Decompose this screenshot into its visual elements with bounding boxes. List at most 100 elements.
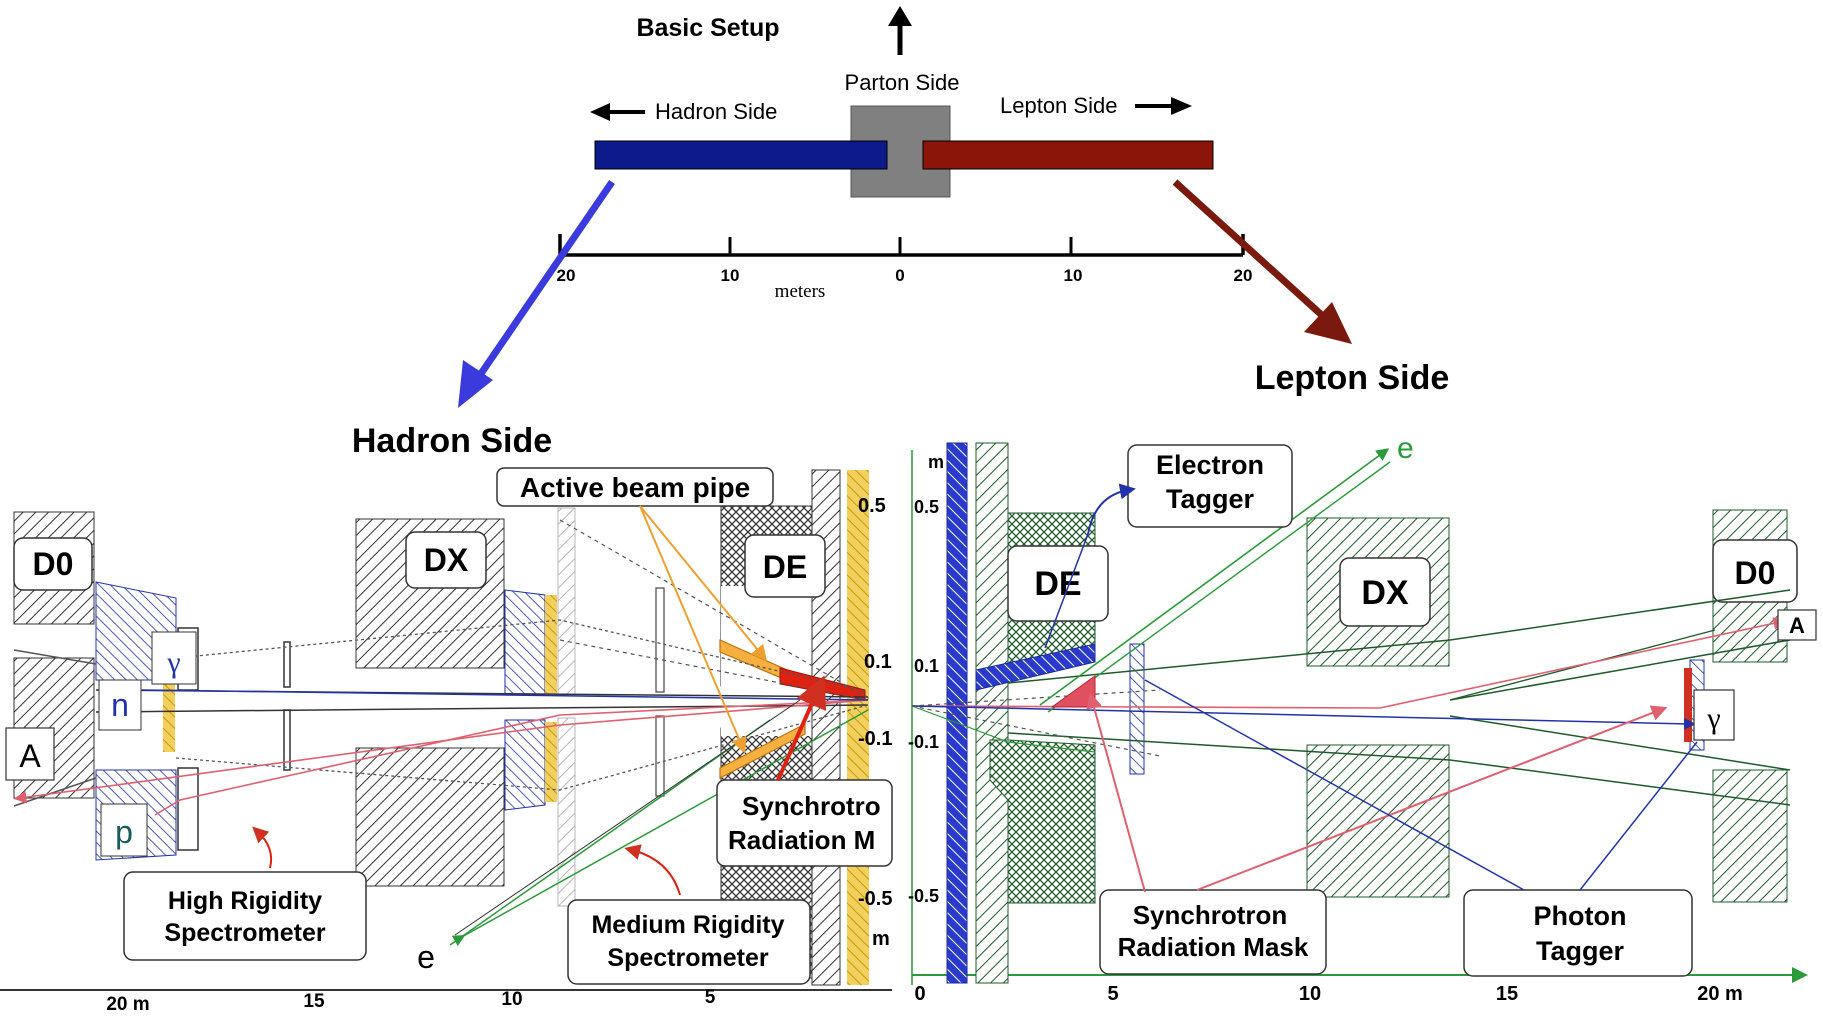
lepton-photon-tagger-red — [1684, 668, 1692, 742]
medium-rigidity-callout-line1: Medium Rigidity — [591, 911, 784, 939]
lepton-beam-bar — [922, 140, 1214, 170]
hadron-y-axis-label: -0.1 — [858, 728, 892, 750]
lepton-side-panel: DE DX D0 e A — [908, 432, 1817, 1005]
lepton-de-label-box — [1007, 545, 1109, 622]
scale-unit-label: meters — [775, 281, 826, 302]
lepton-e-label: e — [1397, 432, 1414, 465]
lepton-synchrotron-callout-line1: Synchrotron — [1133, 900, 1288, 930]
hadron-p-label: p — [115, 814, 133, 850]
hadron-synchrotron-pointer — [776, 675, 827, 781]
lepton-x-axis-label: 0 — [914, 983, 925, 1005]
hadron-y-axis-label: -0.5 — [858, 888, 892, 910]
hadron-synchrotron-callout-line2: Radiation M — [728, 825, 875, 855]
hadron-beam-pipe-outer-upper — [13, 649, 97, 665]
hadron-synchrotron-callout-line1: Synchrotro — [742, 791, 881, 821]
active-beam-pipe-pointer-2 — [639, 505, 747, 754]
lepton-beam-pipe-upper — [1007, 589, 1791, 684]
lepton-synchrotron-callout-box — [1099, 889, 1327, 975]
lepton-photon-track — [911, 705, 1696, 730]
hadron-y-axis-label: m — [872, 928, 890, 950]
medium-rigidity-callout-line2: Spectrometer — [607, 944, 768, 972]
hadron-yellow-absorber-small-upper — [163, 680, 175, 752]
top-meter-scale: 20 10 0 10 20 meters — [557, 234, 1253, 302]
hadron-gamma-label-box — [151, 631, 197, 685]
hadron-p-label-box — [100, 803, 148, 857]
parton-side-label: Parton Side — [845, 70, 960, 95]
hadron-e-label: e — [417, 939, 435, 975]
lepton-electron-track-1 — [1039, 448, 1390, 706]
hadron-gamma-label: γ — [166, 646, 180, 679]
photon-tagger-callout-line2: Tagger — [1536, 936, 1625, 966]
hadron-dx-yellow-lower — [545, 722, 557, 802]
top-hadron-side-label: Hadron Side — [655, 99, 777, 124]
lepton-dashed-beam-lower — [911, 705, 1161, 757]
hadron-dx-blue-block-lower — [504, 719, 546, 811]
hadron-x-axis-label: 15 — [303, 991, 325, 1012]
lepton-a-label-box — [1777, 609, 1817, 641]
lepton-x-axis-label: 5 — [1107, 983, 1118, 1005]
lepton-electron-track-2 — [1047, 461, 1391, 713]
hadron-zoom-arrow-icon — [458, 180, 615, 408]
hadron-tall-station-upper — [557, 507, 576, 697]
active-beam-pipe-pointer-1 — [639, 505, 768, 662]
medium-rigidity-pointer — [624, 844, 681, 896]
hadron-side-heading: Hadron Side — [352, 422, 552, 460]
basic-setup-schematic: Basic Setup Parton Side Hadron Side Lept… — [352, 6, 1449, 460]
hadron-a-label-box — [5, 727, 55, 781]
lepton-de-magnet-lower — [989, 739, 1096, 904]
scale-tick-label: 10 — [721, 266, 740, 285]
hadron-electron-track-1 — [449, 719, 771, 946]
hadron-mid-station-upper — [655, 587, 665, 693]
hadron-neutron-track — [141, 689, 869, 701]
lepton-synchrotron-pointer-1 — [1086, 692, 1146, 893]
high-rigidity-callout-box — [123, 871, 367, 961]
lepton-y-axis-label: 0.1 — [914, 656, 939, 676]
lepton-dx-label-box — [1339, 557, 1431, 627]
lepton-green-envelope-lower — [911, 705, 1096, 753]
hadron-dx-magnet-lower — [355, 747, 505, 887]
hadron-de-label: DE — [763, 549, 807, 585]
top-lepton-side-label: Lepton Side — [1000, 93, 1117, 118]
lepton-synchrotron-pointer-2 — [1196, 705, 1668, 891]
hadron-dx-label-box — [405, 531, 487, 589]
high-rigidity-callout-line1: High Rigidity — [168, 887, 322, 915]
hadron-de-label-box — [744, 534, 826, 598]
electron-tagger-pointer-tail — [1044, 533, 1089, 649]
parton-up-arrow-icon — [888, 6, 912, 55]
lepton-y-axis-label: -0.5 — [908, 886, 939, 906]
hadron-d0-label-box — [13, 537, 93, 591]
high-rigidity-pointer — [252, 826, 273, 869]
hadron-beam-bar — [594, 140, 888, 170]
basic-setup-title: Basic Setup — [636, 14, 779, 42]
active-beam-pipe-callout: Active beam pipe — [520, 472, 750, 503]
lepton-x-axis-label: 15 — [1496, 983, 1518, 1005]
medium-rigidity-callout-box — [567, 899, 811, 985]
hadron-acceptance-dotted-upper — [175, 619, 869, 693]
lepton-dx-label: DX — [1361, 574, 1409, 612]
lepton-beam-pipe-lower — [1007, 732, 1791, 806]
lepton-d0-magnet-lower — [1712, 769, 1788, 903]
high-rigidity-callout-line2: Spectrometer — [164, 919, 325, 947]
hadron-active-beam-pipe-lower — [719, 723, 806, 779]
hadron-dx-blue-block-upper — [504, 589, 546, 696]
lepton-gamma-label-box — [1693, 689, 1735, 741]
lepton-d0-label-box — [1712, 539, 1798, 603]
lepton-d0-label: D0 — [1735, 555, 1776, 591]
lepton-electron-tagger-detector — [975, 643, 1096, 691]
photon-tagger-pointer-2 — [1579, 741, 1698, 891]
hadron-electron-track-2 — [451, 709, 869, 947]
scale-tick-label: 20 — [1234, 266, 1253, 285]
lepton-synchrotron-callout-line2: Radiation Mask — [1118, 932, 1309, 962]
lepton-beam-pipe-inner-lower — [1449, 715, 1791, 771]
hadron-x-axis-label: 20 m — [106, 994, 149, 1015]
hadron-side-panel: D0 DX DE — [0, 467, 893, 1015]
hadron-d0-label: D0 — [33, 546, 74, 582]
scale-tick-label: 10 — [1064, 266, 1083, 285]
electron-tagger-callout-line2: Tagger — [1166, 484, 1255, 514]
hadron-acceptance-dotted-diag1 — [559, 519, 869, 699]
photon-tagger-callout-line1: Photon — [1534, 901, 1627, 931]
lepton-gamma-label: γ — [1706, 702, 1720, 735]
hadron-ion-track — [13, 699, 869, 804]
hadron-mid-station-lower — [655, 715, 665, 797]
